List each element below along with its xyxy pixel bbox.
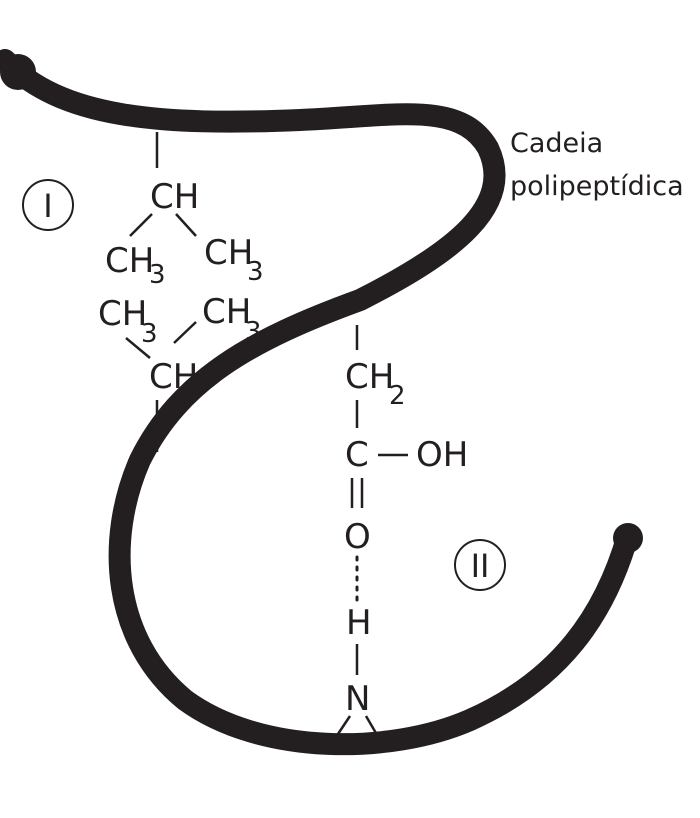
- chain-label-line2: polipeptídica: [510, 171, 684, 202]
- marker-II-label: II: [471, 547, 490, 585]
- marker-I-label: I: [43, 187, 52, 225]
- group-II-nitrogen: N: [345, 679, 370, 719]
- group-I-ch3-upper-left: CH: [105, 241, 154, 281]
- group-I-ch3-lower-right: CH: [202, 292, 251, 332]
- bond-n-to-chain-right: [364, 715, 382, 741]
- group-I-bottom-ch: CH: [149, 357, 198, 397]
- group-I-ch3-upper-right-sub: 3: [247, 257, 264, 287]
- chain-label-line1: Cadeia: [510, 128, 603, 159]
- group-II-ch2-sub: 2: [389, 381, 406, 411]
- bond-bottom-ch-right: [173, 321, 197, 344]
- group-II-oxygen: O: [344, 517, 371, 557]
- bond-n-to-chain-left: [332, 715, 352, 741]
- marker-I-circle: [22, 179, 74, 231]
- group-I-ch3-lower-left-sub: 3: [141, 319, 158, 349]
- group-I-ch3-lower-right-sub: 3: [245, 317, 262, 347]
- group-II-carbon: C: [345, 435, 369, 475]
- chain-end-cap: [613, 523, 643, 553]
- group-I-ch3-upper-right: CH: [204, 233, 253, 273]
- group-I-ch3-upper-left-sub: 3: [149, 260, 166, 290]
- polypeptide-chain: [0, 49, 639, 756]
- group-I-top-ch: CH: [150, 177, 199, 217]
- group-II-oh: OH: [416, 435, 468, 475]
- chain-start-cap: [0, 54, 36, 90]
- marker-II-circle: [454, 539, 506, 591]
- group-II-ch2: CH: [345, 357, 394, 397]
- bond-top-ch-left: [129, 213, 153, 237]
- bond-top-ch-right: [175, 213, 197, 237]
- group-II-hydrogen: H: [346, 603, 372, 643]
- group-I-ch3-lower-left: CH: [98, 294, 147, 334]
- bond-bottom-ch-left: [125, 337, 151, 359]
